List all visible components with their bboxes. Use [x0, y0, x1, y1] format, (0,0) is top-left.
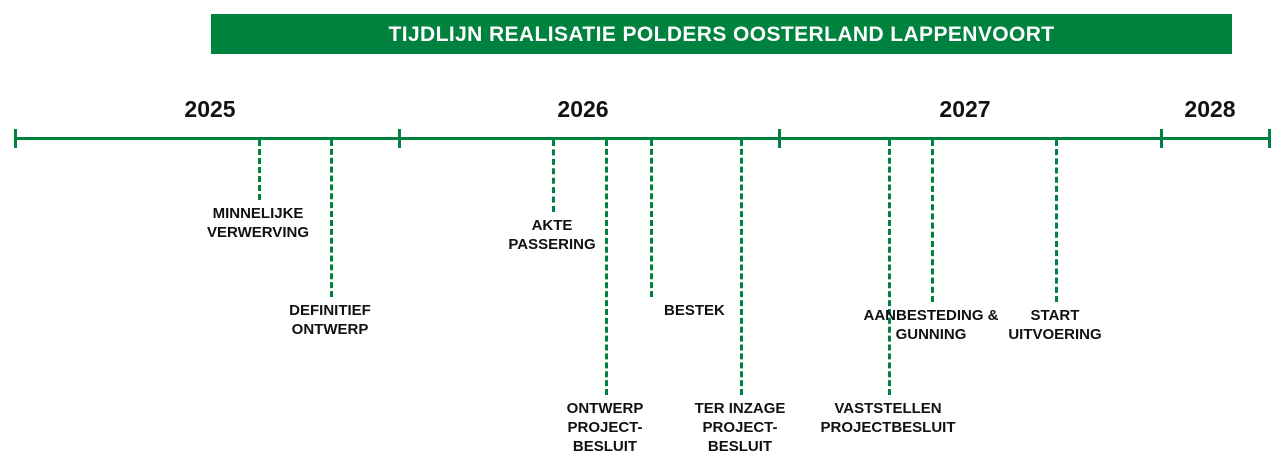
- timeline-axis: [14, 137, 1268, 140]
- milestone-label-line: BESTEK: [664, 302, 725, 319]
- page-title: TIJDLIJN REALISATIE POLDERS OOSTERLAND L…: [388, 22, 1055, 46]
- milestone-connector-aanbesteding-gunning: [931, 140, 934, 302]
- milestone-connector-akte-passering: [552, 140, 555, 212]
- milestone-label-line: MINNELIJKE: [212, 205, 304, 222]
- milestone-label-akte-passering: AKTE PASSERING: [508, 216, 595, 254]
- milestone-label-line: BESLUIT: [707, 438, 773, 455]
- milestone-label-line: PROJECTBESLUIT: [820, 419, 956, 436]
- milestone-label-definitief-ontwerp: DEFINITIEF ONTWERP: [289, 301, 371, 339]
- milestone-connector-minnelijke-verwerving: [258, 140, 261, 200]
- milestone-label-line: BESLUIT: [572, 438, 638, 455]
- milestone-connector-definitief-ontwerp: [330, 140, 333, 297]
- milestone-label-line: ONTWERP: [291, 321, 369, 338]
- milestone-label-line: PROJECT-: [567, 419, 643, 436]
- milestone-label-ter-inzage-projectbesluit: TER INZAGE PROJECT- BESLUIT: [695, 399, 786, 456]
- milestone-label-vaststellen-projectbesluit: VASTSTELLEN PROJECTBESLUIT: [820, 399, 955, 437]
- milestone-label-line: UITVOERING: [1008, 326, 1102, 343]
- milestone-label-line: AANBESTEDING &: [863, 307, 999, 324]
- axis-tick: [778, 129, 781, 148]
- milestone-label-line: TER INZAGE: [694, 400, 786, 417]
- milestone-connector-vaststellen-projectbesluit: [888, 140, 891, 395]
- milestone-label-line: PROJECT-: [702, 419, 778, 436]
- title-banner: TIJDLIJN REALISATIE POLDERS OOSTERLAND L…: [211, 14, 1232, 54]
- milestone-label-line: GUNNING: [895, 326, 967, 343]
- milestone-label-bestek: BESTEK: [664, 301, 725, 320]
- milestone-label-line: ONTWERP: [566, 400, 644, 417]
- milestone-label-minnelijke-verwerving: MINNELIJKE VERWERVING: [207, 204, 309, 242]
- milestone-label-line: START: [1030, 307, 1080, 324]
- milestone-label-line: VERWERVING: [207, 224, 309, 241]
- milestone-label-ontwerp-projectbesluit: ONTWERP PROJECT- BESLUIT: [567, 399, 644, 456]
- milestone-connector-ter-inzage-projectbesluit: [740, 140, 743, 395]
- axis-tick: [398, 129, 401, 148]
- milestone-label-line: DEFINITIEF: [289, 302, 371, 319]
- milestone-connector-ontwerp-projectbesluit: [605, 140, 608, 395]
- axis-tick: [1160, 129, 1163, 148]
- milestone-label-line: PASSERING: [508, 236, 596, 253]
- milestone-label-start-uitvoering: START UITVOERING: [1008, 306, 1101, 344]
- year-label-2026: 2026: [557, 96, 609, 122]
- year-label-2028: 2028: [1184, 96, 1236, 122]
- axis-tick: [1268, 129, 1271, 148]
- milestone-label-line: AKTE: [531, 217, 573, 234]
- milestone-connector-bestek: [650, 140, 653, 297]
- year-label-2027: 2027: [939, 96, 991, 122]
- milestone-label-aanbesteding-gunning: AANBESTEDING & GUNNING: [863, 306, 998, 344]
- milestone-label-line: VASTSTELLEN: [834, 400, 942, 417]
- milestone-connector-start-uitvoering: [1055, 140, 1058, 302]
- axis-tick: [14, 129, 17, 148]
- year-label-2025: 2025: [184, 96, 236, 122]
